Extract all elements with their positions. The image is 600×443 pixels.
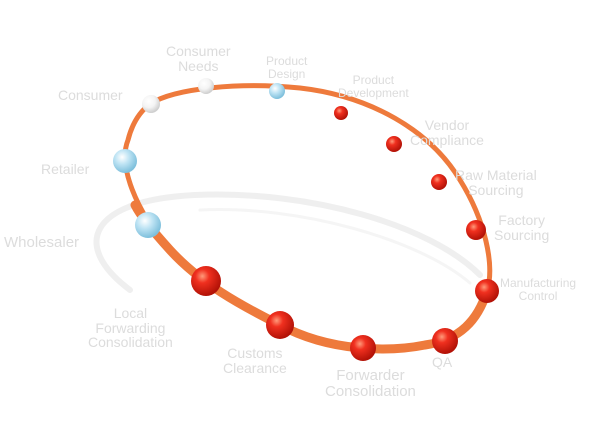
node-qa — [432, 328, 458, 354]
background-swirl — [93, 191, 483, 293]
node-manufacturing-control — [475, 279, 499, 303]
label-manufacturing-control: Manufacturing Control — [500, 277, 576, 302]
node-customs-clearance — [266, 311, 294, 339]
label-qa-line1: QA — [432, 354, 453, 370]
label-product-development-line1: Product — [352, 73, 395, 87]
label-vendor-compliance-line2: Compliance — [410, 131, 484, 148]
label-consumer-needs: Consumer Needs — [166, 44, 231, 73]
label-manufacturing-control-line2: Control — [518, 288, 558, 303]
node-raw-material-sourcing — [431, 174, 447, 190]
label-product-design-line2: Design — [268, 66, 306, 81]
node-consumer-needs — [198, 78, 214, 94]
label-vendor-compliance: Vendor Compliance — [410, 118, 484, 147]
label-forwarder-consolidation: Forwarder Consolidation — [325, 368, 416, 400]
label-manufacturing-control-line1: Manufacturing — [500, 276, 577, 290]
node-retailer — [113, 149, 137, 173]
label-forwarder-consolidation-line2: Consolidation — [325, 382, 416, 400]
label-product-design: Product Design — [266, 55, 307, 80]
label-consumer-needs-line2: Needs — [178, 57, 219, 74]
label-local-forwarding-consolidation-line2: Forwarding — [95, 319, 166, 336]
label-local-forwarding-consolidation-line1: Local — [113, 305, 148, 321]
label-customs-clearance-line1: Customs — [227, 345, 283, 361]
label-retailer: Retailer — [41, 162, 89, 177]
node-product-development — [334, 106, 348, 120]
label-forwarder-consolidation-line1: Forwarder — [336, 367, 405, 384]
node-forwarder-consolidation — [350, 335, 376, 361]
cycle-nodes — [113, 78, 499, 361]
label-local-forwarding-consolidation-line3: Consolidation — [88, 334, 173, 351]
label-customs-clearance-line2: Clearance — [223, 359, 287, 376]
label-customs-clearance: Customs Clearance — [223, 346, 287, 375]
node-factory-sourcing — [466, 220, 486, 240]
label-vendor-compliance-line1: Vendor — [424, 117, 470, 133]
label-factory-sourcing: Factory Sourcing — [494, 213, 549, 242]
label-factory-sourcing-line1: Factory — [498, 212, 545, 228]
label-consumer-line1: Consumer — [58, 87, 123, 103]
label-product-design-line1: Product — [266, 54, 308, 68]
label-factory-sourcing-line2: Sourcing — [494, 226, 550, 243]
label-wholesaler-line1: Wholesaler — [4, 234, 80, 251]
label-consumer: Consumer — [58, 88, 123, 103]
node-wholesaler — [135, 212, 161, 238]
label-local-forwarding-consolidation: Local Forwarding Consolidation — [88, 306, 173, 350]
label-product-development: Product Development — [338, 74, 409, 99]
node-consumer — [142, 95, 160, 113]
background-swirl-inner — [198, 208, 472, 285]
cycle-ring-front — [130, 200, 492, 354]
label-consumer-needs-line1: Consumer — [166, 43, 231, 59]
label-product-development-line2: Development — [338, 85, 409, 100]
label-qa: QA — [432, 355, 452, 370]
label-raw-material-sourcing: Raw Material Sourcing — [455, 168, 537, 197]
node-local-forwarding-consolidation — [191, 266, 221, 296]
node-product-design — [269, 83, 285, 99]
node-vendor-compliance — [386, 136, 402, 152]
label-raw-material-sourcing-line1: Raw Material — [455, 167, 537, 183]
label-retailer-line1: Retailer — [41, 161, 90, 177]
label-wholesaler: Wholesaler — [4, 235, 79, 251]
label-raw-material-sourcing-line2: Sourcing — [468, 181, 524, 198]
